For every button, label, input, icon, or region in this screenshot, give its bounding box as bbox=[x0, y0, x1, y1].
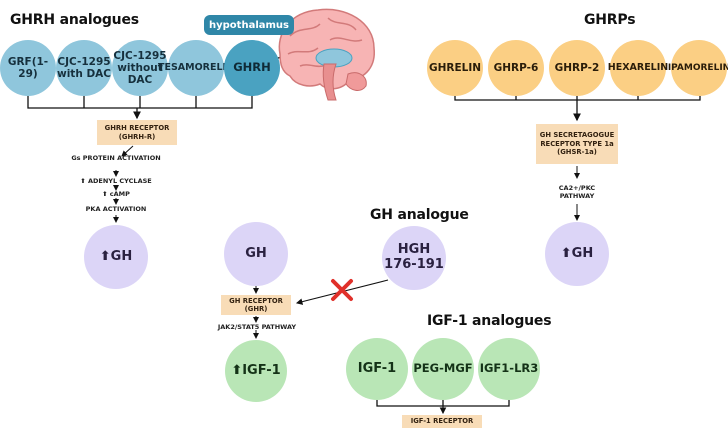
ghrh-step-pka: PKA ACTIVATION bbox=[85, 205, 147, 213]
ghrh-result-gh: ⬆GH bbox=[84, 225, 148, 289]
ghrp-title: GHRPs bbox=[584, 12, 636, 28]
node-igf1-lr3: IGF1-LR3 bbox=[478, 338, 540, 400]
node-ghrp-6: GHRP-6 bbox=[488, 40, 544, 96]
cross-icon bbox=[331, 279, 353, 301]
igf-receptor-box: IGF-1 RECEPTOR bbox=[402, 415, 482, 428]
jak2-stat5-pathway: JAK2/STAT5 PATHWAY bbox=[217, 323, 297, 331]
ghrh-step-camp: ⬆ cAMP bbox=[102, 190, 130, 198]
gh-node: GH bbox=[224, 222, 288, 286]
node-cjc-without-dac: CJC-1295 without DAC bbox=[112, 40, 168, 96]
node-peg-mgf: PEG-MGF bbox=[412, 338, 474, 400]
gh-receptor-box: GH RECEPTOR (GHR) bbox=[221, 295, 291, 315]
node-igf-1: IGF-1 bbox=[346, 338, 408, 400]
node-ghrp-2: GHRP-2 bbox=[549, 40, 605, 96]
ghrp-pathway: CA2+/PKC PATHWAY bbox=[558, 184, 596, 201]
ghrh-receptor-box: GHRH RECEPTOR (GHRH-R) bbox=[97, 120, 177, 145]
node-ghrh: GHRH bbox=[224, 40, 280, 96]
node-hgh-176-191: HGH 176-191 bbox=[382, 226, 446, 290]
node-ipamorelin: IPAMORELIN bbox=[668, 40, 728, 96]
gh-analogue-title: GH analogue bbox=[370, 207, 469, 223]
hypothalamus-label: hypothalamus bbox=[204, 15, 294, 35]
node-grf: GRF(1-29) bbox=[0, 40, 56, 96]
ghrh-step-adenyl: ⬆ ADENYL CYCLASE bbox=[80, 177, 152, 185]
brain-illustration bbox=[278, 8, 375, 101]
ghrh-step-gs: Gs PROTEIN ACTIVATION bbox=[71, 154, 161, 162]
ghsr-receptor-box: GH SECRETAGOGUE RECEPTOR TYPE 1a (GHSR-1… bbox=[536, 124, 618, 164]
node-hexarelin: HEXARELIN bbox=[608, 40, 668, 96]
node-tesamorelin: TESAMORELIN bbox=[158, 40, 234, 96]
igf-title: IGF-1 analogues bbox=[427, 313, 552, 329]
ghrh-title: GHRH analogues bbox=[10, 12, 139, 28]
node-cjc-with-dac: CJC-1295 with DAC bbox=[56, 40, 112, 96]
node-ghrelin: GHRELIN bbox=[427, 40, 483, 96]
ghrp-result-gh: ⬆GH bbox=[545, 222, 609, 286]
igf1-result: ⬆IGF-1 bbox=[225, 340, 287, 402]
